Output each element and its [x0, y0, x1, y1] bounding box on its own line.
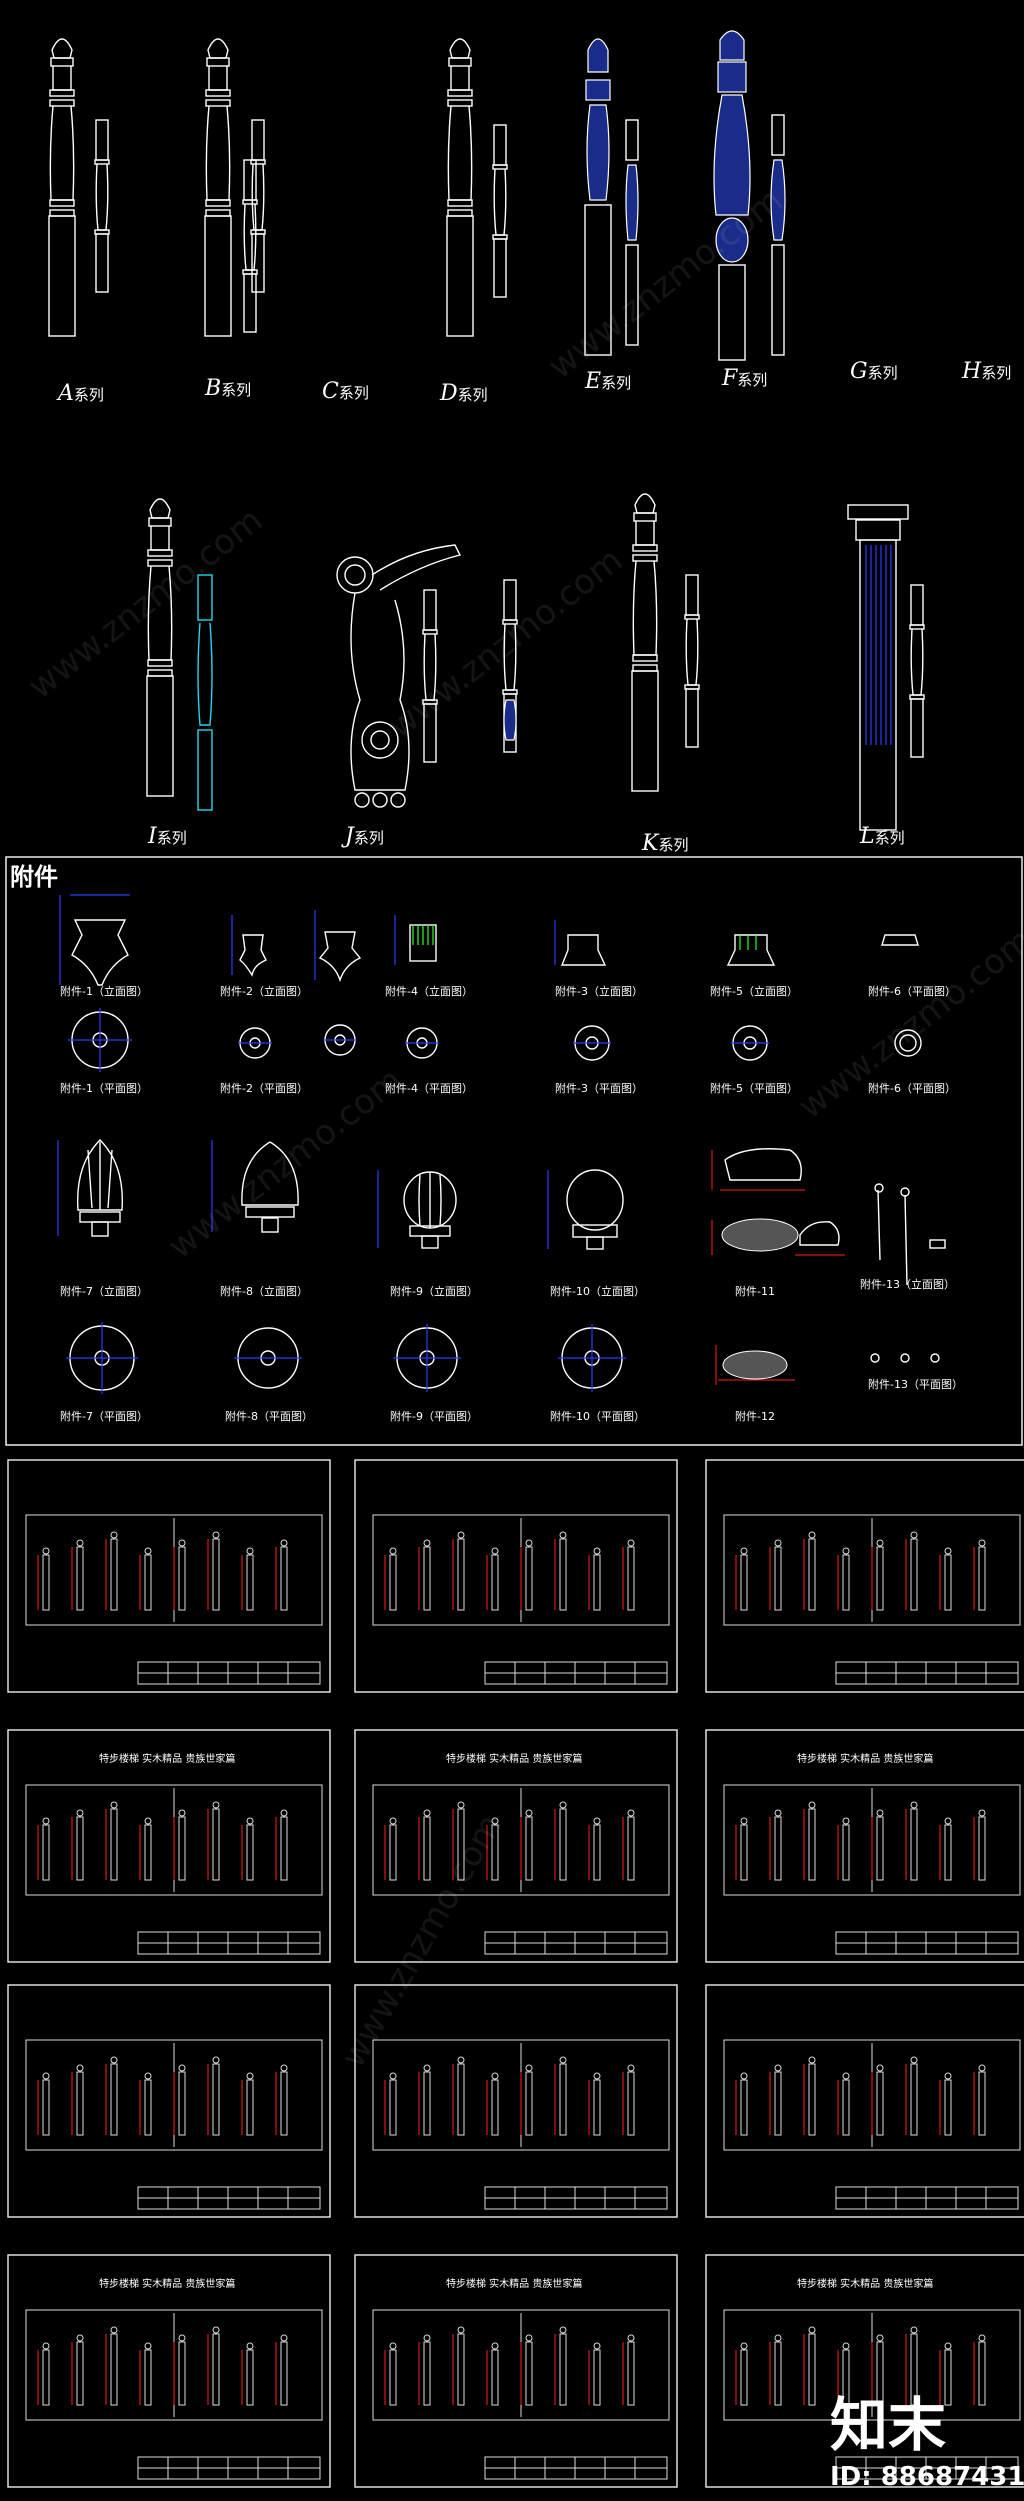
sheet-title: 特步楼梯 实木精品 贵族世家篇: [446, 1752, 582, 1765]
drawing-sheet: 特步楼梯 实木精品 贵族世家篇: [705, 2254, 1024, 2488]
drawing-sheet: 特步楼梯 实木精品 贵族世家篇: [7, 1729, 331, 1963]
acc-caption: 附件-10（平面图）: [550, 1409, 645, 1423]
acc-caption: 附件-8（平面图）: [225, 1409, 313, 1423]
series-label-F: F系列: [721, 366, 767, 391]
acc-caption: 附件-5（立面图）: [710, 984, 798, 998]
acc-row-captions-3: 附件-7（立面图） 附件-8（立面图） 附件-9（立面图） 附件-10（立面图）…: [60, 1277, 955, 1298]
sheet-title: 特步楼梯 实木精品 贵族世家篇: [446, 2277, 582, 2290]
acc-caption: 附件-5（平面图）: [710, 1081, 798, 1095]
series-label-K: K系列: [641, 831, 688, 856]
acc-caption: 附件-12: [735, 1409, 775, 1423]
acc-row-elevations-1: [59, 894, 919, 986]
sheet-title: 特步楼梯 实木精品 贵族世家篇: [797, 1752, 933, 1765]
drawing-sheet: [7, 1459, 331, 1693]
l-fluted-column: [847, 504, 909, 831]
svg-text:www.znzmo.com: www.znzmo.com: [791, 920, 1024, 1127]
acc-caption: 附件-11: [735, 1284, 775, 1298]
acc-caption: 附件-6（平面图）: [868, 984, 956, 998]
id-label: ID: 886874312: [830, 2462, 1024, 2492]
acc-caption: 附件-2（立面图）: [220, 984, 308, 998]
acc-row-plans-1: [68, 1008, 922, 1072]
series-labels-row-1: A系列 B系列 C系列 D系列 E系列 F系列 G系列 H系列: [56, 359, 1011, 406]
acc-row-captions-2: 附件-1（平面图） 附件-2（平面图） 附件-4（平面图） 附件-3（平面图） …: [60, 1081, 956, 1095]
drawing-sheet: [354, 1984, 678, 2218]
acc-caption: 附件-1（立面图）: [60, 984, 148, 998]
acc-row-plans-2: [66, 1322, 940, 1394]
watermarks: www.znzmo.com www.znzmo.com www.znzmo.co…: [21, 180, 1024, 2074]
drawing-sheet: [705, 1459, 1024, 1693]
acc-caption: 附件-8（立面图）: [220, 1284, 308, 1298]
acc-caption: 附件-2（平面图）: [220, 1081, 308, 1095]
drawing-sheet: [705, 1984, 1024, 2218]
series-label-E: E系列: [584, 369, 631, 394]
drawing-sheet: 特步楼梯 实木精品 贵族世家篇: [705, 1729, 1024, 1963]
acc-caption: 附件-7（平面图）: [60, 1409, 148, 1423]
acc-caption: 附件-9（平面图）: [390, 1409, 478, 1423]
acc-caption: 附件-1（平面图）: [60, 1081, 148, 1095]
series-row-2: [146, 493, 925, 831]
series-label-G: G系列: [850, 359, 898, 384]
j-scroll-newel: [336, 544, 462, 808]
drawing-sheet: 特步楼梯 实木精品 贵族世家篇: [354, 2254, 678, 2488]
acc-caption: 附件-13（平面图）: [868, 1377, 963, 1391]
brand-logo-text: 知末: [830, 2391, 946, 2459]
svg-text:www.znzmo.com: www.znzmo.com: [333, 1808, 510, 2075]
acc-caption: 附件-7（立面图）: [60, 1284, 148, 1298]
series-label-C: C系列: [322, 379, 369, 404]
sheet-title: 特步楼梯 实木精品 贵族世家篇: [99, 1752, 235, 1765]
acc-caption: 附件-3（立面图）: [555, 984, 643, 998]
drawing-sheets-grid: 特步楼梯 实木精品 贵族世家篇特步楼梯 实木精品 贵族世家篇特步楼梯 实木精品 …: [7, 1459, 1024, 2488]
series-row-1: [48, 30, 786, 361]
acc-row-captions-4: 附件-7（平面图） 附件-8（平面图） 附件-9（平面图） 附件-10（平面图）…: [60, 1377, 963, 1423]
series-label-I: I系列: [147, 824, 187, 849]
acc-caption: 附件-6（平面图）: [868, 1081, 956, 1095]
svg-text:www.znzmo.com: www.znzmo.com: [21, 500, 270, 707]
drawing-sheet: 特步楼梯 实木精品 贵族世家篇: [7, 2254, 331, 2488]
acc-caption: 附件-13（立面图）: [860, 1277, 955, 1291]
sheet-title: 特步楼梯 实木精品 贵族世家篇: [797, 2277, 933, 2290]
brand-logo: 知末: [830, 2391, 946, 2459]
series-label-A: A系列: [56, 381, 104, 406]
series-label-H: H系列: [961, 359, 1011, 384]
series-label-B: B系列: [204, 376, 251, 401]
acc-caption: 附件-4（平面图）: [385, 1081, 473, 1095]
series-label-D: D系列: [439, 381, 488, 406]
series-label-J: J系列: [341, 824, 384, 849]
acc-caption: 附件-4（立面图）: [385, 984, 473, 998]
drawing-sheet: 特步楼梯 实木精品 贵族世家篇: [354, 1729, 678, 1963]
acc-caption: 附件-3（平面图）: [555, 1081, 643, 1095]
acc-caption: 附件-9（立面图）: [390, 1284, 478, 1298]
acc-caption: 附件-10（立面图）: [550, 1284, 645, 1298]
svg-text:www.znzmo.com: www.znzmo.com: [541, 180, 790, 387]
drawing-sheet: [7, 1984, 331, 2218]
series-label-L: L系列: [859, 824, 905, 849]
acc-row-captions-1: 附件-1（立面图） 附件-2（立面图） 附件-4（立面图） 附件-3（立面图） …: [60, 984, 956, 998]
accessories-title: 附件: [10, 863, 58, 891]
series-labels-row-2: I系列 J系列 K系列 L系列: [147, 824, 905, 856]
accessories-panel: 附件 附件-1（立面图） 附件-2（立面图） 附件-4（立面图） 附件-3（立面…: [5, 856, 1023, 1446]
drawing-sheet: [354, 1459, 678, 1693]
acc-row-elevations-2: [57, 1139, 946, 1286]
sheet-title: 特步楼梯 实木精品 贵族世家篇: [99, 2277, 235, 2290]
